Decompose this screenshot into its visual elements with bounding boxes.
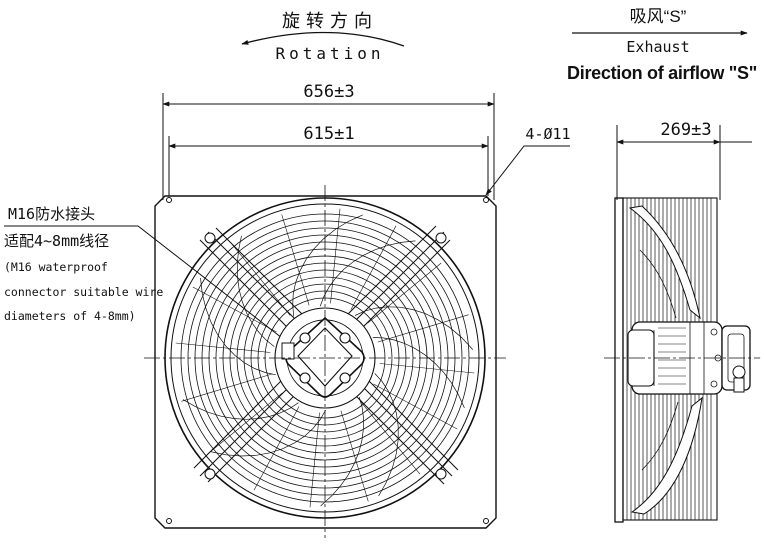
side-motor-fins <box>658 327 686 385</box>
guard-radial-wire <box>340 410 369 502</box>
connector-annotation: M16防水接头 适配4~8mm线径 (M16 waterproof connec… <box>4 205 301 353</box>
front-center-lines <box>144 185 506 538</box>
side-plate-edge <box>614 197 624 523</box>
blade-edge <box>374 373 399 497</box>
connector-label-en-2: connector suitable wire <box>4 285 163 299</box>
guard-radial-wire <box>367 262 442 324</box>
airflow-label-cn: 吸风“S” <box>630 7 687 26</box>
airflow-indicator: 吸风“S” Exhaust Direction of airflow "S" <box>567 7 757 83</box>
mounting-hole-br <box>483 518 489 524</box>
arm-end-tr <box>435 232 447 244</box>
guard-radial-wire <box>208 392 283 454</box>
side-gland-nut <box>733 377 745 393</box>
guard-radial-wire <box>377 314 469 343</box>
side-blade-mid-bottom <box>641 401 679 471</box>
connector-label-cn-1: M16防水接头 <box>8 205 95 223</box>
blade-edge <box>354 306 474 350</box>
airflow-direction-label: Direction of airflow "S" <box>567 63 757 83</box>
guard-radial-wire <box>350 225 397 310</box>
mounting-plate <box>154 195 497 529</box>
blade-trailing-edge <box>320 397 364 507</box>
motor-bolt-tr <box>339 332 351 344</box>
rotation-label-cn: 旋转方向 <box>282 11 378 31</box>
connector-label-en-1: (M16 waterproof <box>4 260 108 274</box>
connector-label-en-3: diameters of 4-8mm) <box>4 309 136 323</box>
connector-leader <box>4 225 301 353</box>
blade-edge <box>292 214 363 317</box>
overall-width-label: 656±3 <box>303 82 354 102</box>
mounting-hole-leader <box>485 145 570 196</box>
fan-front-view <box>154 195 497 529</box>
arm-end-br <box>435 468 447 480</box>
mounting-hole-tl <box>166 197 172 203</box>
side-cable-gland <box>732 365 746 379</box>
side-blade-mid-top <box>639 249 677 319</box>
blade-trailing-edge <box>372 337 465 408</box>
rotation-indicator: 旋转方向 Rotation <box>241 11 405 63</box>
guard-radial-wire <box>281 214 310 306</box>
guard-radial-wire <box>175 342 271 353</box>
motor-bolt-tl <box>299 332 311 344</box>
hole-spacing-label: 615±1 <box>303 124 354 144</box>
blade-edge <box>210 409 327 457</box>
side-blade-upper <box>628 205 701 320</box>
guard-radial-wire <box>253 406 300 491</box>
blade-trailing-edge <box>319 240 416 307</box>
side-blade-lower <box>630 396 703 515</box>
mounting-hole-tr <box>483 197 489 203</box>
guard-radial-wire <box>359 400 421 475</box>
guard-radial-wire <box>229 241 291 316</box>
blade-trailing-edge <box>182 399 299 420</box>
fan-blades <box>182 214 474 507</box>
connector-boss <box>281 342 295 360</box>
mounting-hole-bl <box>166 518 172 524</box>
front-dimensions <box>162 93 570 200</box>
depth-label: 269±3 <box>660 120 711 140</box>
motor-bolt-br <box>339 372 351 384</box>
blade-trailing-edge <box>236 235 275 347</box>
guard-radial-wire <box>373 383 458 430</box>
motor-bolt-bl <box>299 372 311 384</box>
rotation-arrow <box>241 31 405 47</box>
side-dimensions <box>616 125 752 200</box>
guard-radial-wire <box>330 208 341 304</box>
mounting-holes-label: 4-Ø11 <box>525 125 570 143</box>
guard-radial-wires <box>175 208 475 508</box>
rotation-label-en: Rotation <box>275 44 384 63</box>
arm-end-tl <box>204 232 216 244</box>
fan-side-view <box>614 197 751 523</box>
guard-radial-wire <box>192 286 277 333</box>
arm-end-bl <box>204 468 216 480</box>
airflow-exhaust-label: Exhaust <box>626 38 689 56</box>
connector-label-cn-2: 适配4~8mm线径 <box>4 232 109 250</box>
guard-radial-wire <box>379 363 475 374</box>
blade-edge <box>200 277 276 376</box>
guard-radial-wire <box>181 373 273 402</box>
guard-radial-wire <box>309 412 320 508</box>
